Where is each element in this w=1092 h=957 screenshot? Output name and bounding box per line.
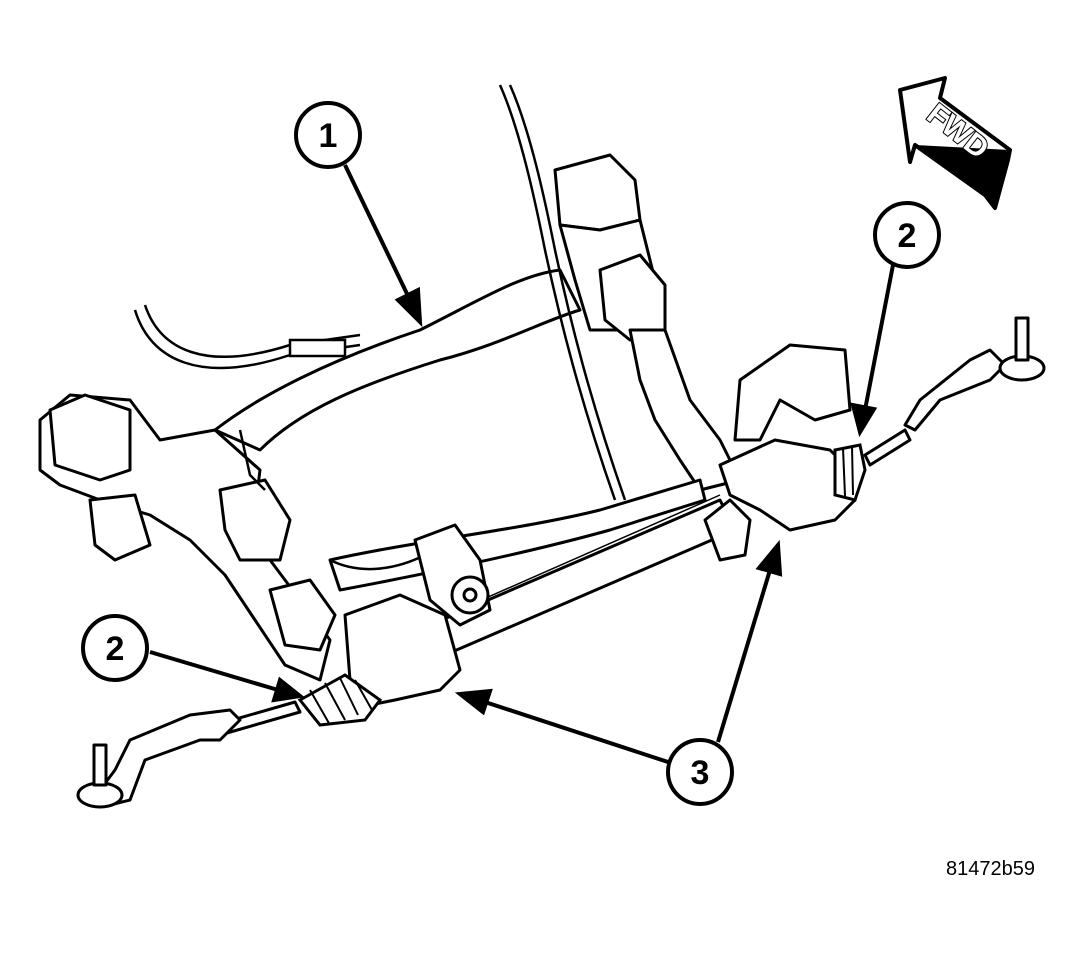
tie-rods	[76, 316, 1046, 809]
crossmember-frame	[38, 153, 742, 682]
fluid-lines	[133, 84, 627, 571]
callout-2-right-label: 2	[898, 217, 917, 255]
steering-rack	[343, 343, 857, 707]
figure-id: 81472b59	[946, 858, 1035, 880]
callout-2-left: 2	[81, 614, 149, 682]
forward-direction-arrow: FWD	[898, 76, 1012, 210]
bellows-boots	[297, 443, 867, 727]
callout-3-label: 3	[691, 754, 710, 792]
callout-1-label: 1	[319, 117, 338, 155]
callout-1: 1	[294, 101, 362, 169]
leader-lines	[149, 164, 895, 764]
callout-3: 3	[666, 738, 734, 806]
callout-2-right: 2	[873, 201, 941, 269]
callout-2-left-label: 2	[106, 630, 125, 668]
